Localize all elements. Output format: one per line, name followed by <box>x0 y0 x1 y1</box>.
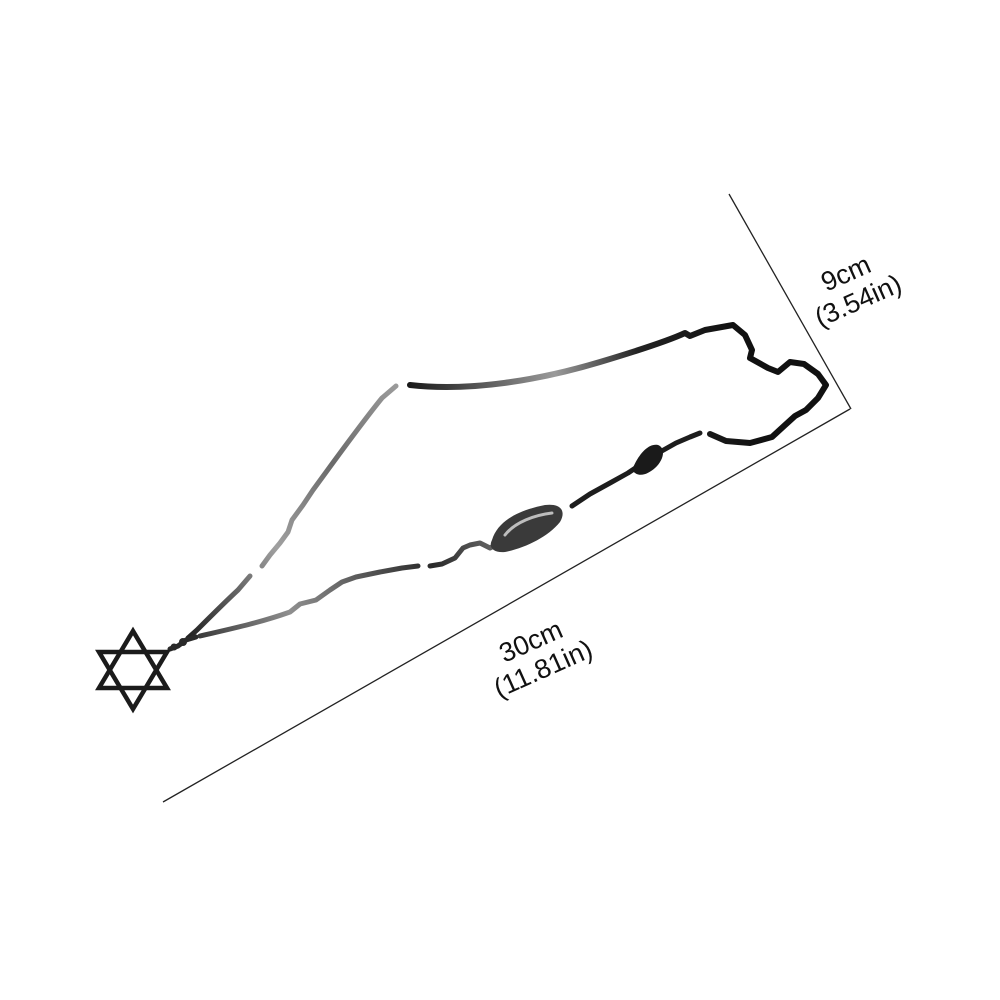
length-dimension-line <box>162 408 851 803</box>
dead-sea-lake <box>490 504 563 553</box>
connector-bead <box>179 638 187 646</box>
outline-left-lower-edge <box>185 573 253 641</box>
outline-bottom-edge-2 <box>427 537 508 569</box>
outline-left-upper-edge <box>259 383 399 569</box>
connector-bead <box>170 643 178 651</box>
star-of-david-icon <box>95 626 171 714</box>
outline-bottom-edge-1 <box>197 563 421 639</box>
lake-highlight <box>503 511 554 537</box>
outline-bottom-edge-3 <box>569 462 643 509</box>
outline-top-edge <box>407 322 829 446</box>
sea-of-galilee-lake <box>632 444 664 475</box>
width-dimension-line <box>728 193 852 410</box>
map-outline <box>167 322 829 652</box>
outline-bottom-edge-4 <box>657 430 703 455</box>
